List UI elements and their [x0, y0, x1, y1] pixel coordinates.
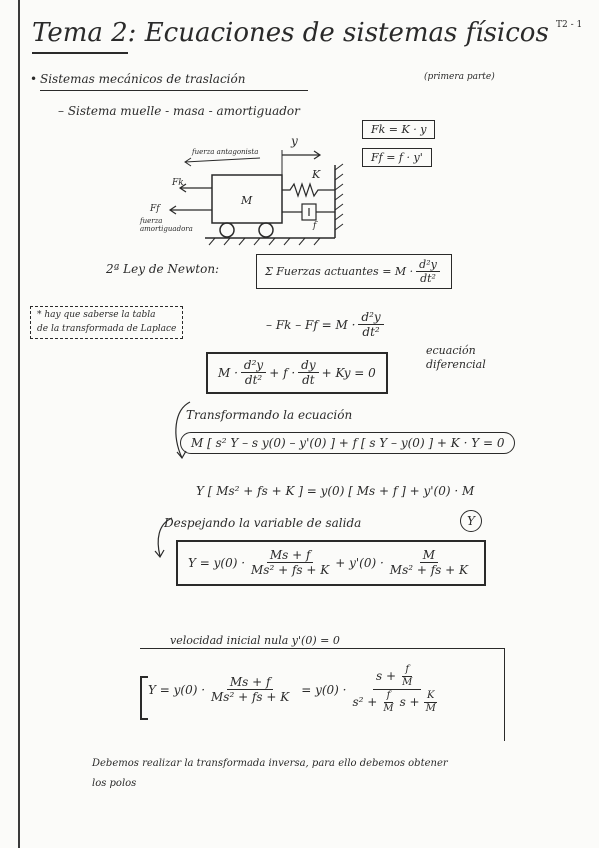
final-num-2: s + f M — [373, 664, 422, 690]
label-y: y — [291, 134, 298, 148]
newton-fraction: d²y dt² — [416, 258, 440, 285]
solution-fraction-2: M Ms² + fs + K — [387, 548, 471, 578]
label-mass: M — [241, 194, 253, 207]
label-fk: Fk — [172, 178, 184, 188]
diff-note-2: diferencial — [426, 358, 486, 371]
solution-num-2: M — [419, 548, 439, 564]
forces-lhs: – Fk – Ff = M · — [266, 317, 356, 332]
diff-num-2: dy — [298, 358, 319, 374]
laplace-equation: M [ s² Y – s y(0) – y'(0) ] + f [ s Y – … — [180, 432, 516, 454]
section-title: Sistemas mecánicos de traslación — [40, 72, 246, 86]
final-fraction-2: s + f M s² + f M s + K M — [349, 664, 444, 715]
final-den-2d: K M — [423, 690, 439, 715]
diff-fraction-1: d²y dt² — [240, 358, 267, 388]
solve-arrow — [154, 517, 173, 559]
diff-fraction-2: dy dt — [298, 358, 319, 388]
forces-den: dt² — [362, 325, 380, 340]
final-den-2d-den: M — [425, 703, 436, 714]
diff-num-1: d²y — [240, 358, 267, 374]
side-note-line-1: * hay que saberse la tabla — [37, 310, 156, 320]
newton-lhs: Σ Fuerzas actuantes = M · — [265, 265, 414, 279]
solution-lhs: Y = y(0) · — [188, 555, 246, 570]
final-fraction-1: Ms + f Ms² + fs + K — [208, 675, 292, 705]
final-num-2b: f M — [399, 664, 415, 689]
newton-den: dt² — [420, 272, 436, 286]
factored-equation: Y [ Ms² + fs + K ] = y(0) [ Ms + f ] + y… — [196, 484, 475, 498]
spring-mass-damper-diagram — [168, 150, 344, 246]
margin-line — [18, 0, 20, 848]
transform-arrow — [175, 401, 191, 460]
forces-equation: – Fk – Ff = M · d²y dt² — [266, 310, 387, 340]
title-underline — [32, 52, 128, 54]
label-fuerza-amortiguadora: fuerza amortiguadora — [140, 217, 193, 233]
page-title: Tema 2: Ecuaciones de sistemas físicos — [32, 18, 549, 48]
final-num-1: Ms + f — [226, 675, 274, 690]
final-num-2a: s + — [376, 669, 397, 684]
page-number: T2 - 1 — [556, 20, 583, 30]
label-k: K — [312, 168, 321, 181]
side-note: * hay que saberse la tabla de la transfo… — [30, 306, 184, 339]
footer-line-1: Debemos realizar la transformada inversa… — [92, 758, 448, 769]
side-note-line-2: de la transformada de Laplace — [37, 323, 177, 334]
section-subtitle: – Sistema muelle - masa - amortiguador — [58, 104, 300, 118]
newton-formula: Σ Fuerzas actuantes = M · d²y dt² — [256, 254, 452, 290]
diff-den-2: dt — [302, 373, 315, 388]
label-fuerza-antagonista: fuerza antagonista — [192, 148, 259, 156]
newton-num: d²y — [416, 258, 440, 273]
solution-fraction-1: Ms + f Ms² + fs + K — [248, 548, 332, 578]
diff-part-3: + Ky = 0 — [321, 365, 376, 380]
final-eq: = y(0) · — [301, 682, 347, 697]
final-den-2d-num: K — [423, 690, 438, 703]
diff-den-1: dt² — [244, 373, 263, 388]
final-box-frame — [140, 648, 505, 741]
label-ff: Ff — [150, 204, 160, 214]
final-lhs: Y = y(0) · — [148, 682, 206, 697]
transform-label: Transformando la ecuación — [186, 408, 353, 422]
section-underline — [40, 90, 308, 91]
diff-note-1: ecuación — [426, 344, 476, 357]
footer-line-2: los polos — [92, 778, 137, 789]
final-den-2b-den: M — [383, 703, 394, 714]
formula-ff: Ff = f · y' — [362, 148, 432, 167]
final-num-2b-den: M — [402, 677, 413, 688]
solution-num-1: Ms + f — [266, 548, 314, 564]
label-f: f — [313, 221, 317, 231]
forces-num: d²y — [358, 310, 384, 326]
final-num-2b-num: f — [402, 664, 413, 677]
final-den-2: s² + f M s + K M — [349, 690, 444, 715]
section-note: (primera parte) — [424, 72, 495, 82]
solution-equation: Y = y(0) · Ms + f Ms² + fs + K + y'(0) ·… — [176, 540, 486, 586]
final-den-2b-num: f — [383, 690, 394, 703]
initial-condition: velocidad inicial nula y'(0) = 0 — [170, 634, 340, 647]
solution-den-2: Ms² + fs + K — [389, 563, 468, 578]
final-den-2a: s² + — [352, 695, 378, 710]
section-bullet: • — [30, 72, 38, 86]
final-bracket — [140, 676, 148, 720]
final-equation: Y = y(0) · Ms + f Ms² + fs + K = y(0) · … — [148, 664, 448, 715]
final-den-1: Ms² + fs + K — [211, 690, 290, 704]
differential-equation: M · d²y dt² + f · dy dt + Ky = 0 — [206, 352, 388, 394]
final-den-2c: s + — [399, 695, 420, 710]
solve-label: Despejando la variable de salida — [164, 516, 362, 530]
formula-fk: Fk = K · y — [362, 120, 436, 139]
newton-label: 2ª Ley de Newton: — [106, 262, 220, 276]
circled-output: Y — [460, 510, 482, 532]
diff-part-2: + f · — [269, 365, 296, 380]
forces-fraction: d²y dt² — [358, 310, 384, 340]
final-den-2b: f M — [380, 690, 396, 715]
solution-den-1: Ms² + fs + K — [251, 563, 330, 578]
solution-mid: + y'(0) · — [335, 555, 384, 570]
diff-part-1: M · — [218, 365, 238, 380]
